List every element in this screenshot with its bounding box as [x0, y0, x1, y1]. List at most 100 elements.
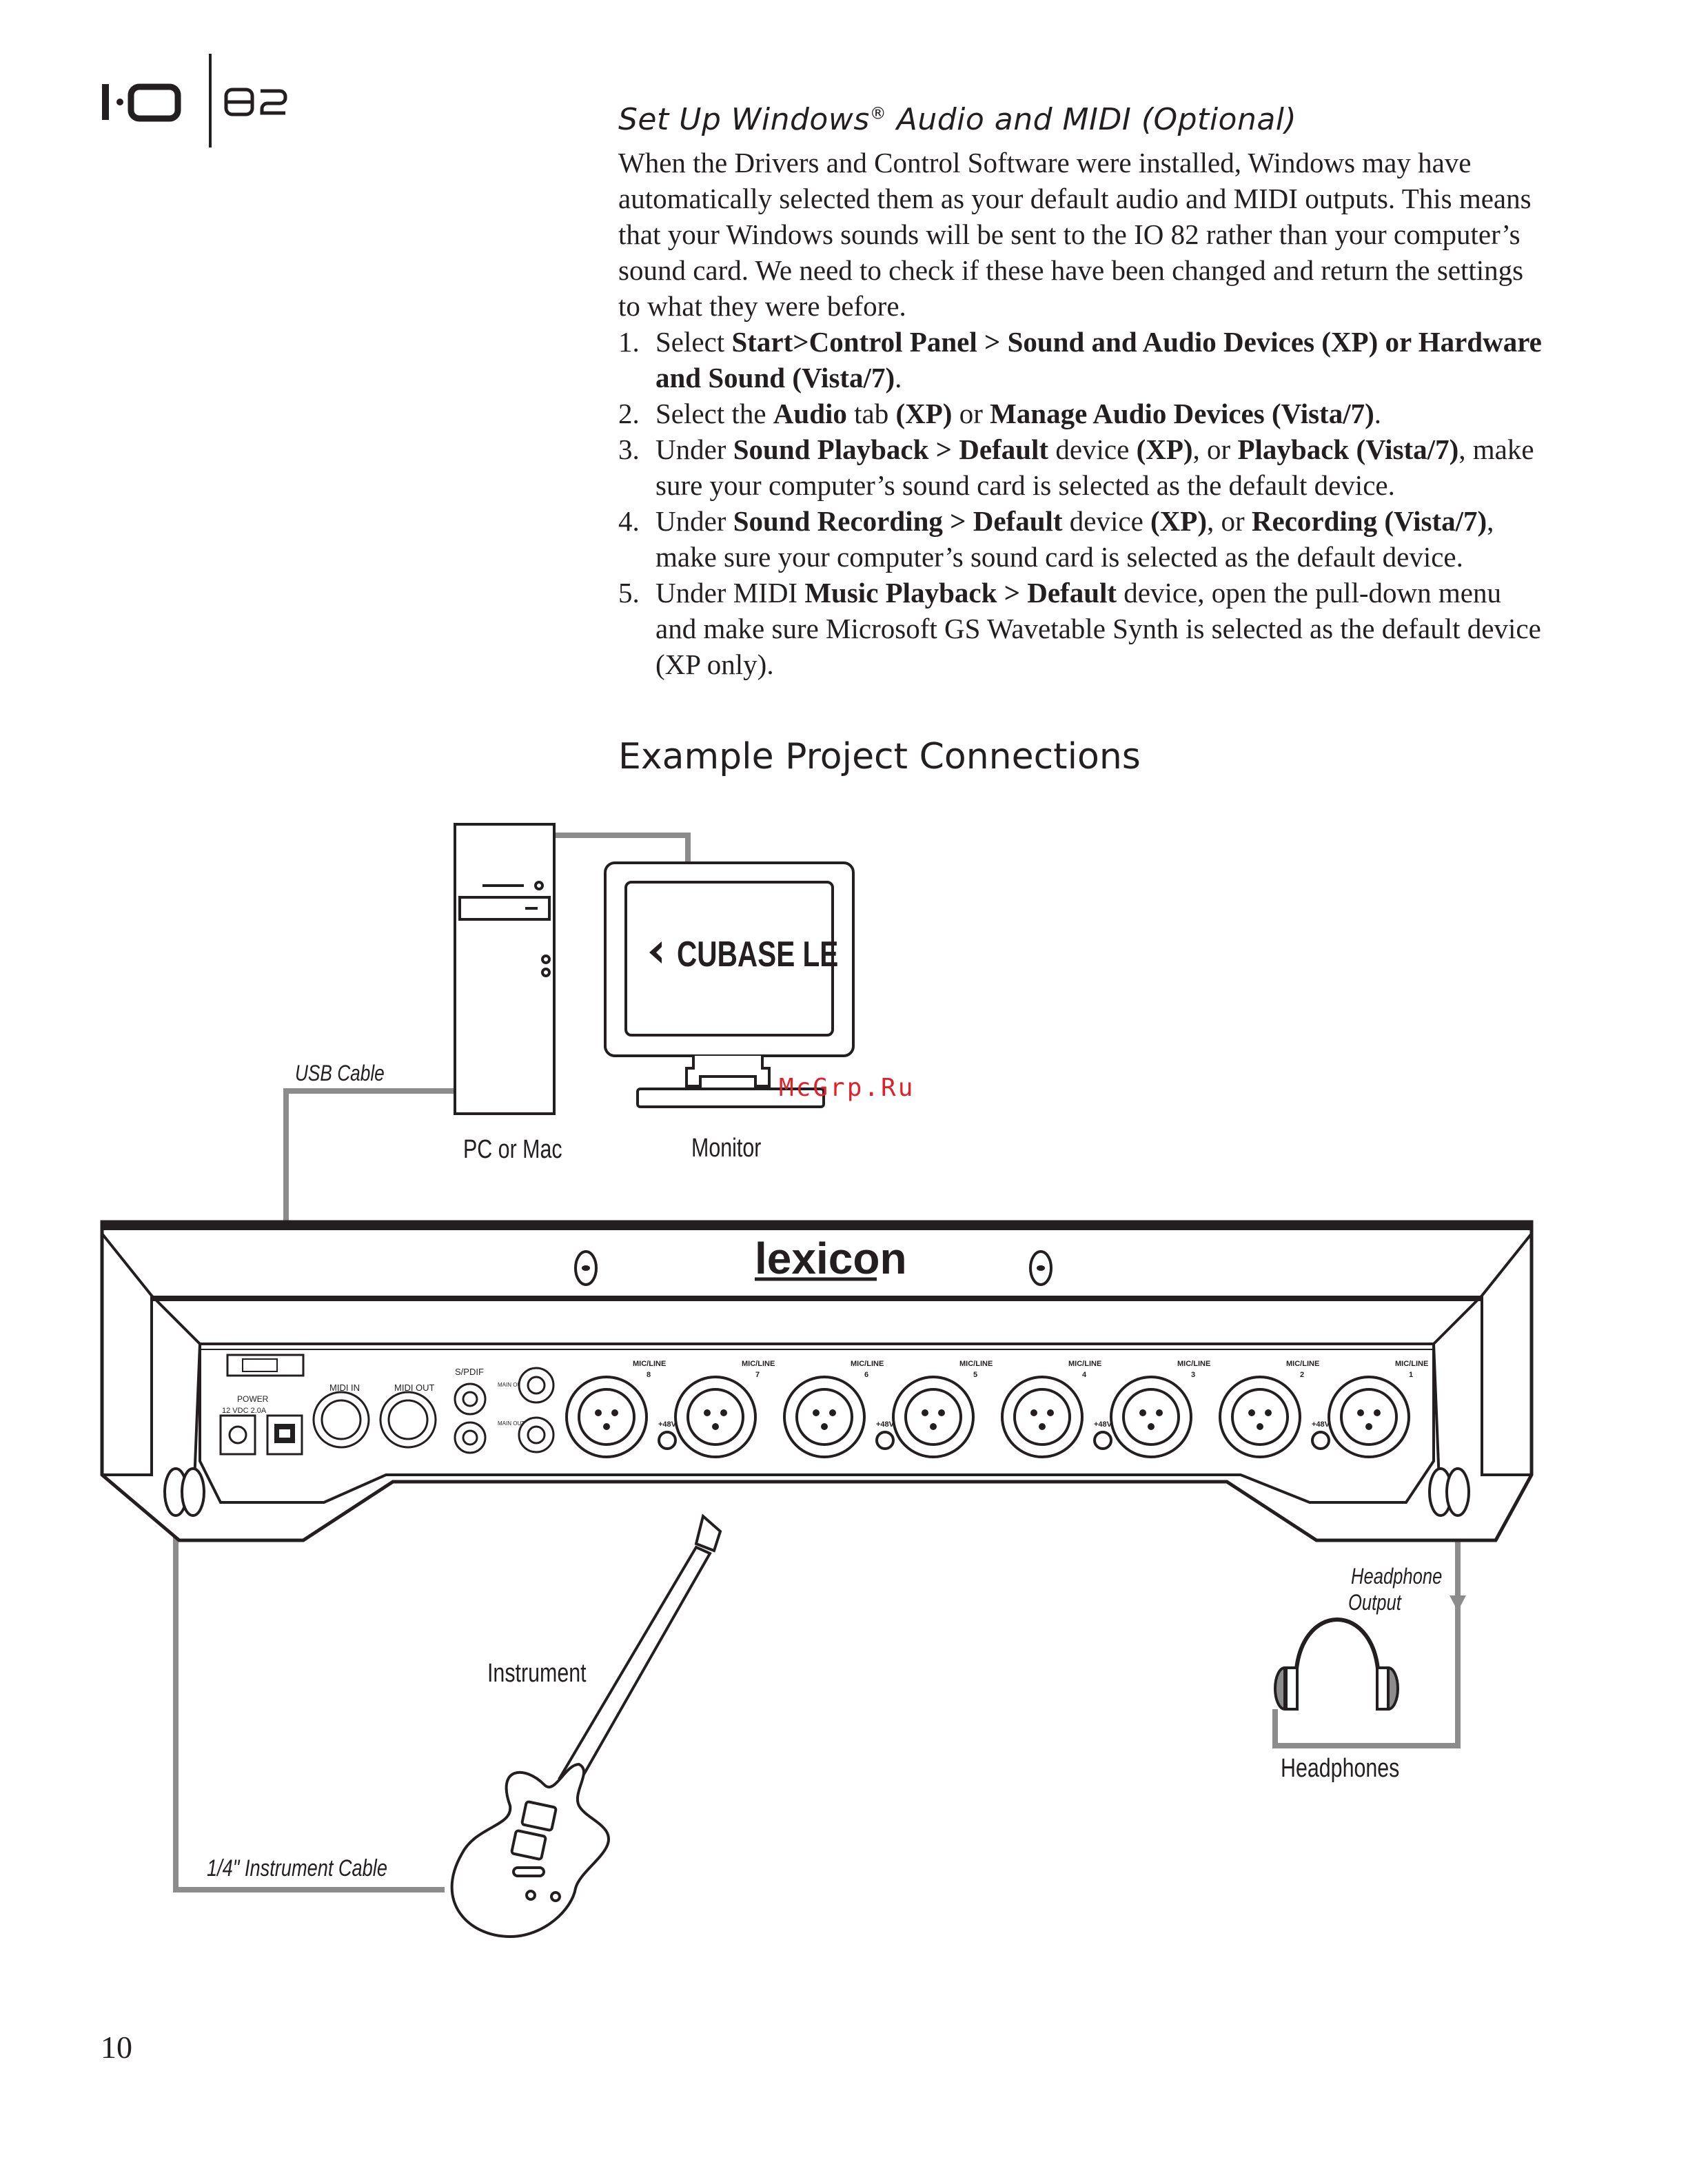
list-item: 2. Select the Audio tab (XP) or Manage Au… [618, 396, 1542, 431]
headphone-output-label-2: Output [1348, 1591, 1403, 1615]
list-item: 4.Under Sound Recording > Default device… [618, 503, 1542, 575]
arrow-icon [1450, 1595, 1466, 1611]
instrument-cable-label: 1/4" Instrument Cable [207, 1855, 387, 1881]
lexicon-brand: lexicon [755, 1234, 907, 1283]
svg-text:4: 4 [1082, 1371, 1087, 1379]
cubase-icon [649, 941, 662, 963]
step-number: 2. [618, 398, 640, 429]
section-heading-setup: Set Up Windows® Audio and MIDI (Optional… [618, 102, 1542, 137]
midi-in-label: MIDI IN [329, 1382, 360, 1393]
svg-text:+48V: +48V [658, 1420, 677, 1429]
svg-text:MIC/LINE: MIC/LINE [851, 1360, 884, 1368]
svg-text:6: 6 [864, 1371, 868, 1379]
svg-text:MIC/LINE: MIC/LINE [1177, 1360, 1210, 1368]
section-heading-example: Example Project Connections [618, 736, 1141, 777]
svg-text:MIC/LINE: MIC/LINE [633, 1360, 666, 1368]
pc-tower [454, 823, 556, 1115]
step-bold: Sound Recording > Default [733, 505, 1063, 537]
step-text: , or [1192, 433, 1238, 465]
step-text: or [952, 398, 990, 429]
cables [173, 833, 1461, 1892]
output-jacks [454, 1367, 555, 1454]
svg-text:2: 2 [1300, 1371, 1304, 1379]
step-bold: (XP) [1150, 505, 1207, 537]
combo-pins [595, 1409, 1381, 1430]
step-bold: Sound Playback > Default [733, 433, 1049, 465]
headphone-output-label-1: Headphone [1351, 1564, 1442, 1589]
phantom-led [658, 1431, 1330, 1450]
step-bold: Music Playback > Default [804, 577, 1117, 609]
power-spec-label: 12 VDC 2.0A [222, 1407, 267, 1415]
step-text: . [895, 362, 902, 394]
step-number: 3. [618, 433, 640, 465]
step-bold: Audio [773, 398, 847, 429]
midi-out-label: MIDI OUT [394, 1382, 435, 1393]
svg-text:MIC/LINE: MIC/LINE [1395, 1360, 1428, 1368]
step-bold: Playback (Vista/7) [1237, 433, 1459, 465]
step-text: device [1048, 433, 1137, 465]
instrument-label: Instrument [487, 1659, 587, 1688]
step-bold: Manage Audio Devices (Vista/7) [990, 398, 1374, 429]
step-text: , or [1207, 505, 1252, 537]
step-bold: Start>Control Panel > Sound and Audio De… [655, 326, 1542, 394]
io82-logo [102, 54, 287, 147]
step-text: Under [655, 505, 733, 537]
monitor-label: Monitor [691, 1134, 761, 1163]
list-item: 5. Under MIDI Music Playback > Default de… [618, 575, 1542, 682]
list-item: 3.Under Sound Playback > Default device … [618, 431, 1542, 503]
headphones-label: Headphones [1281, 1754, 1399, 1783]
mounting-hole-centers [582, 1265, 1045, 1271]
svg-text:+48V: +48V [1094, 1420, 1112, 1429]
side-jacks [163, 1467, 1470, 1517]
instrument-cable [173, 1509, 445, 1892]
watermark: McGrp.Ru [779, 1074, 915, 1102]
cubase-screen-text: CUBASE LE [677, 934, 838, 974]
svg-text:5: 5 [973, 1371, 977, 1379]
monitor: CUBASE LE [604, 861, 855, 1108]
video-cable [554, 833, 691, 863]
step-text: Select [655, 326, 732, 358]
step-number: 5. [618, 577, 640, 609]
svg-text:+48V: +48V [1312, 1420, 1330, 1429]
svg-text:1: 1 [1409, 1371, 1413, 1379]
step-text: Under [655, 433, 733, 465]
setup-title-text: Set Up Windows [618, 102, 870, 137]
setup-title-rest: Audio and MIDI (Optional) [886, 102, 1297, 137]
main-out-right-label: MAIN OUT RIGHT [498, 1420, 543, 1427]
headphones-illustration [1274, 1617, 1399, 1711]
power-label: POWER [237, 1394, 269, 1404]
headphone-cable [1272, 1509, 1461, 1748]
step-text: device, open the pull-down menu and make… [655, 577, 1541, 680]
step-bold: Recording (Vista/7) [1251, 505, 1487, 537]
step-text: Select the [655, 398, 773, 429]
svg-text:+48V: +48V [876, 1420, 895, 1429]
input-labels: MIC/LINE MIC/LINE MIC/LINE MIC/LINE MIC/… [633, 1360, 1428, 1429]
page-number: 10 [101, 2030, 132, 2065]
step-number: 4. [618, 505, 640, 537]
step-text: . [1374, 398, 1381, 429]
svg-text:MIC/LINE: MIC/LINE [1068, 1360, 1101, 1368]
svg-text:7: 7 [755, 1371, 760, 1379]
intro-paragraph: When the Drivers and Control Software we… [618, 147, 1532, 322]
pc-label: PC or Mac [463, 1135, 562, 1164]
combo-inputs [565, 1376, 1410, 1458]
svg-text:MIC/LINE: MIC/LINE [959, 1360, 993, 1368]
svg-text:MIC/LINE: MIC/LINE [742, 1360, 775, 1368]
io82-unit: lexicon POWER 12 VDC 2.0A MIDI IN MIDI O… [100, 1220, 1534, 1542]
step-text: , make sure your computer’s sound card i… [655, 433, 1534, 501]
step-bold: (XP) [1136, 433, 1193, 465]
spdif-label: S/PDIF [455, 1367, 484, 1377]
step-bold: (XP) [895, 398, 953, 429]
registered-mark: ® [869, 103, 887, 123]
setup-body: When the Drivers and Control Software we… [618, 145, 1542, 682]
step-text: tab [846, 398, 896, 429]
svg-text:8: 8 [647, 1371, 651, 1379]
step-text: Under MIDI [655, 577, 805, 609]
usb-cable-label: USB Cable [295, 1062, 385, 1086]
svg-text:MIC/LINE: MIC/LINE [1286, 1360, 1319, 1368]
midi-ports [312, 1391, 437, 1449]
step-number: 1. [618, 326, 640, 358]
svg-text:3: 3 [1191, 1371, 1195, 1379]
step-text: , make sure your computer’s sound card i… [655, 505, 1494, 573]
